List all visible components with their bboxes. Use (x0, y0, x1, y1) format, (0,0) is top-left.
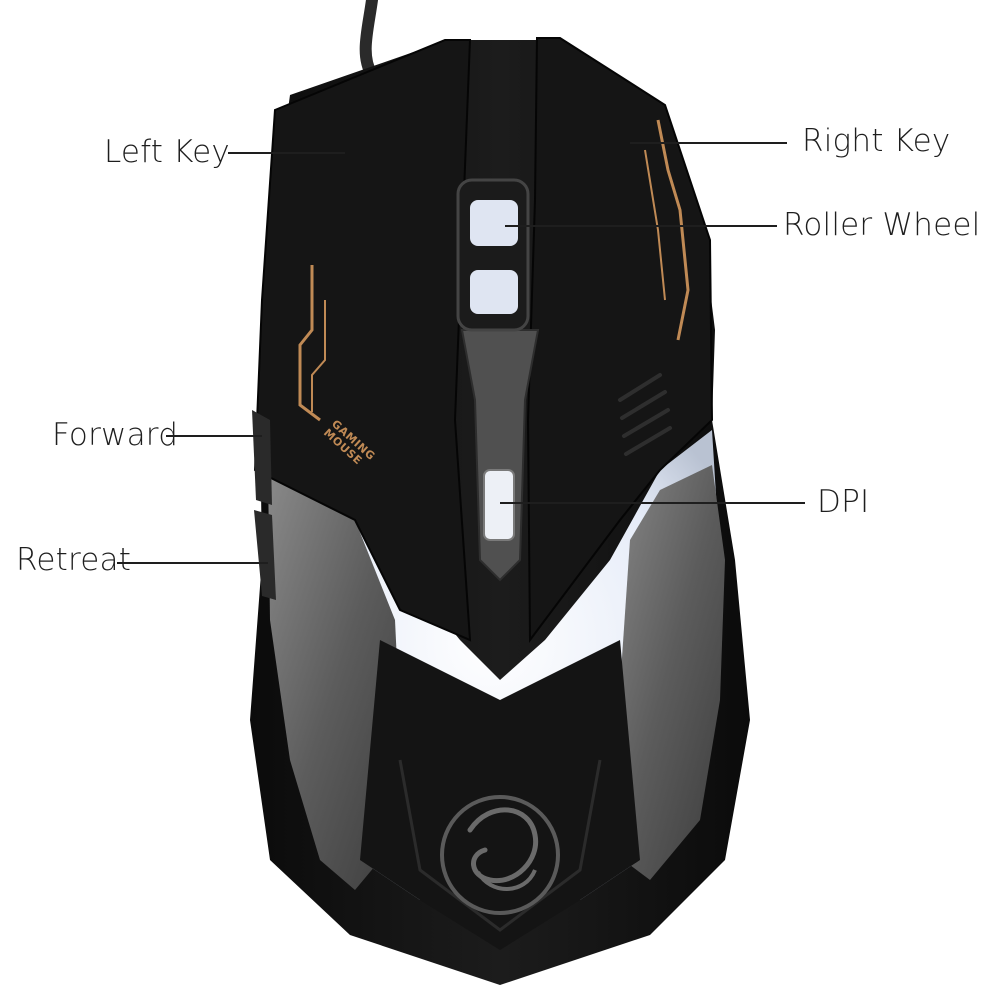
right-side-panel (610, 465, 725, 880)
label-dpi: DPI (817, 484, 870, 520)
label-forward: Forward (52, 417, 179, 453)
label-roller-wheel: Roller Wheel (783, 207, 981, 243)
dpi-button-shape (483, 469, 515, 541)
roller-wheel-top (470, 200, 518, 246)
left-accent-line-2 (311, 300, 326, 412)
label-left-key: Left Key (104, 134, 230, 170)
dragon-emblem-icon (440, 795, 560, 915)
center-spine (460, 329, 540, 582)
label-right-key: Right Key (802, 123, 951, 159)
retreat-button-shape (254, 510, 276, 600)
right-accent-line (656, 119, 690, 341)
left-accent-line (298, 265, 321, 422)
forward-button-shape (252, 410, 272, 505)
palm-rest-accent (398, 759, 602, 932)
label-retreat: Retreat (16, 542, 132, 578)
right-accent-line-2 (644, 149, 666, 301)
roller-wheel-bottom (470, 270, 518, 314)
vent-slits (618, 373, 672, 456)
left-button-shape (253, 39, 472, 642)
